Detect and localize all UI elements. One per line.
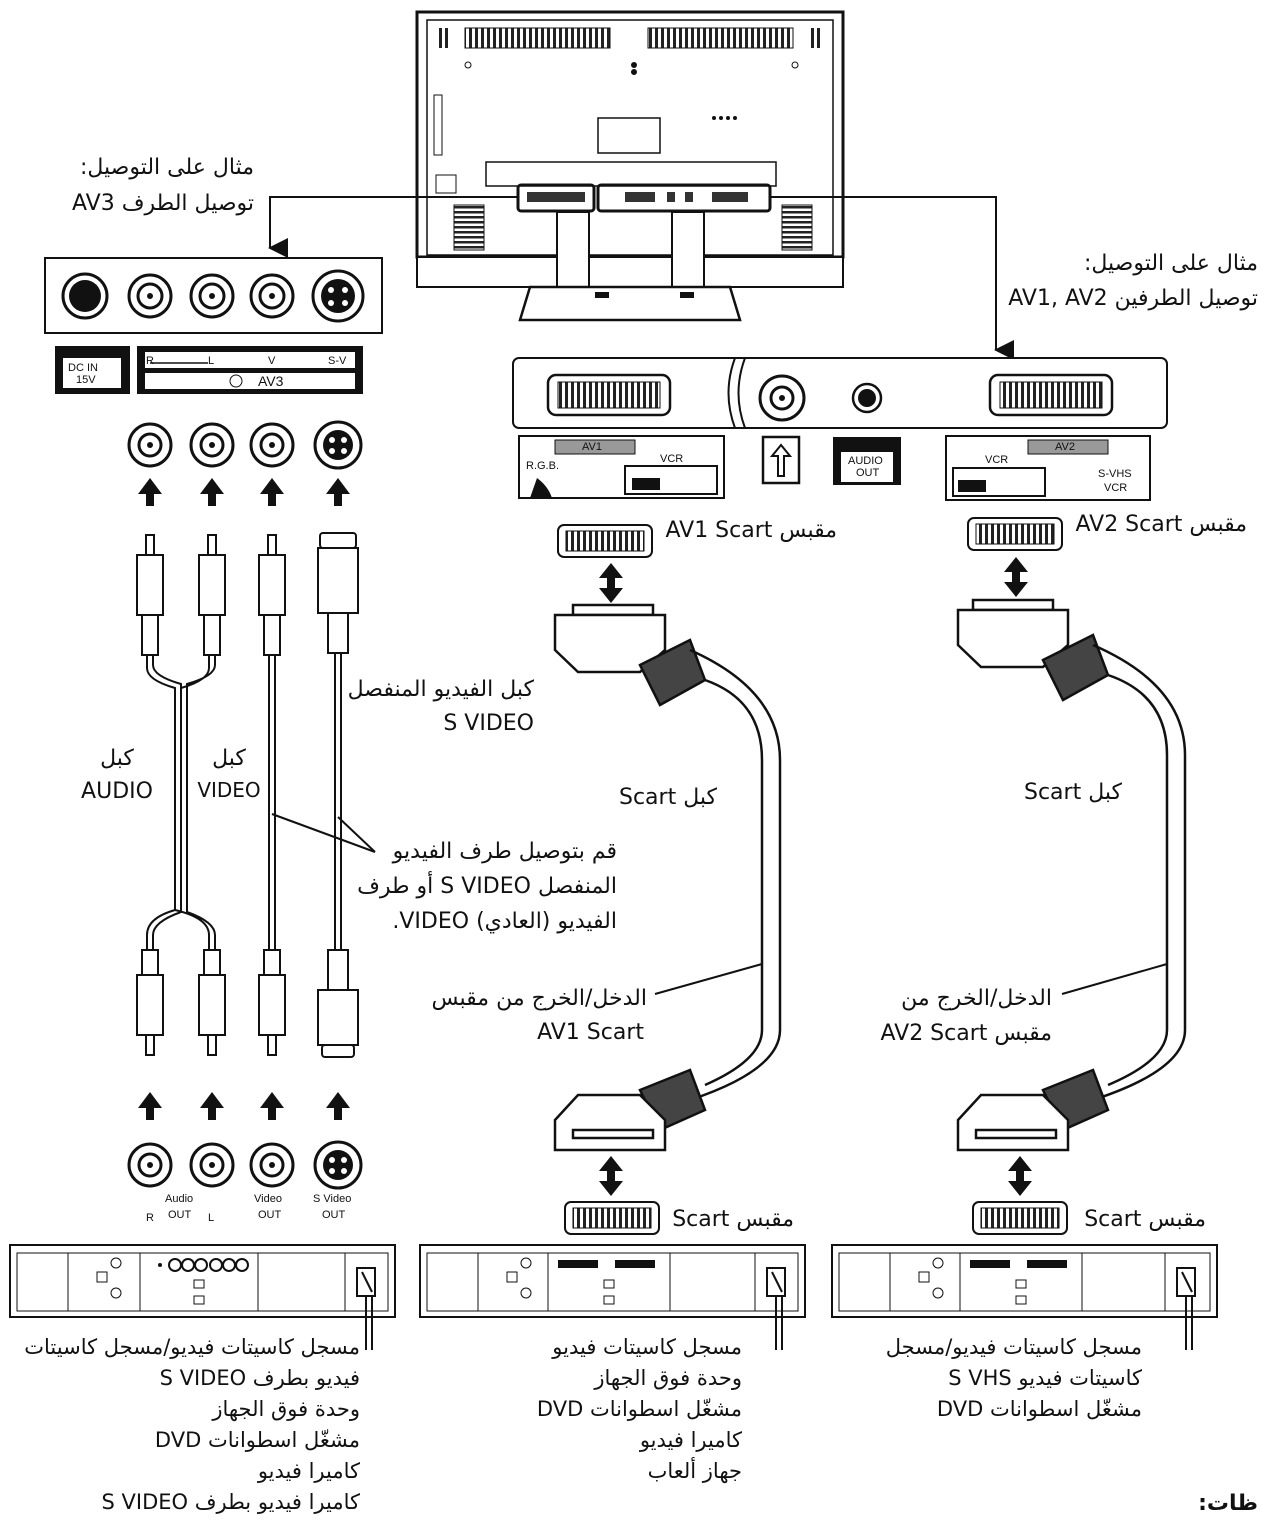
audio-cable-label: كبل	[100, 746, 134, 771]
connect-note-3: الفيديو (العادي) VIDEO.	[392, 909, 617, 934]
device-list-middle: مسجل كاسيتات فيديو وحدة فوق الجهاز مشغّل…	[537, 1332, 742, 1487]
video-out-label-2: OUT	[258, 1209, 282, 1221]
av1-scart-socket-label: مقبس AV1 Scart	[665, 518, 838, 543]
device-output-sockets	[127, 1140, 363, 1190]
device-list-middle-item: مشغّل اسطوانات DVD	[536, 1397, 742, 1421]
device-list-left-item: وحدة فوق الجهاز	[212, 1397, 360, 1421]
av1-io-label-2: AV1 Scart	[537, 1020, 644, 1045]
audio-out-tag-2: OUT	[856, 467, 880, 479]
svhs-vcr-tag: VCR	[1104, 482, 1128, 494]
device-list-left: مسجل كاسيتات فيديو/مسجل كاسيتات فيديو بط…	[24, 1332, 360, 1518]
audio-out-label: Audio	[165, 1193, 194, 1205]
device-list-left-item: فيديو بطرف S VIDEO	[159, 1366, 360, 1390]
device-list-middle-item: وحدة فوق الجهاز	[594, 1366, 742, 1390]
av12-callout-line	[770, 196, 1014, 360]
av3-sv-label: S-V	[328, 355, 347, 367]
svideo-out-label-2: OUT	[322, 1209, 346, 1221]
device-list-right-item: مسجل كاسيتات فيديو/مسجل	[885, 1335, 1142, 1359]
device-list-left-item: مسجل كاسيتات فيديو/مسجل كاسيتات	[24, 1335, 360, 1359]
note-callout-lines	[271, 813, 376, 853]
video-cable-label: كبل	[212, 746, 246, 771]
av3-terminal-panel	[44, 257, 383, 394]
tv-back-panel	[415, 10, 845, 322]
notes-heading: ظات:	[1198, 1491, 1258, 1516]
video-out-label: Video	[254, 1193, 282, 1205]
s-video-cable-label-2: S VIDEO	[443, 711, 534, 736]
scart-socket-right-label: مقبس Scart	[1084, 1207, 1206, 1232]
av12-example-line2: توصيل الطرفين AV1, AV2	[1008, 286, 1258, 311]
av3-r-label: R	[146, 355, 154, 367]
connect-note-2: المنفصل S VIDEO أو طرف	[357, 874, 617, 899]
device-list-right: مسجل كاسيتات فيديو/مسجل كاسيتات فيديو S …	[886, 1332, 1142, 1425]
av3-example-line1: مثال على التوصيل:	[79, 155, 254, 180]
dc-volt-label: 15V	[76, 374, 96, 386]
vcr-left-tag: VCR	[660, 453, 684, 465]
av3-callout-line	[268, 196, 518, 258]
av3-cable-plugs-bottom	[136, 949, 359, 1058]
scart-cable-right-label: كبل Scart	[1024, 780, 1122, 805]
dc-in-label: DC IN	[68, 362, 98, 374]
rgb-tag: R.G.B.	[526, 460, 560, 472]
scart-cable-left	[553, 603, 782, 1152]
device-list-right-item: كاسيتات فيديو S VHS	[948, 1366, 1142, 1390]
av2-tag: AV2	[1055, 441, 1075, 453]
device-list-middle-item: مسجل كاسيتات فيديو	[552, 1335, 742, 1359]
device-list-middle-item: كاميرا فيديو	[639, 1428, 742, 1452]
device-left	[9, 1244, 396, 1350]
svhs-tag: S-VHS	[1098, 468, 1132, 480]
device-list-middle-item: جهاز ألعاب	[647, 1459, 742, 1483]
av3-l-label: L	[208, 355, 215, 367]
av1-io-label: الدخل/الخرج من مقبس	[431, 986, 647, 1011]
av1-tag: AV1	[582, 441, 602, 453]
av12-terminal-panel	[512, 357, 1168, 501]
audio-l-label: L	[208, 1212, 215, 1224]
device-list-left-item: مشغّل اسطوانات DVD	[154, 1428, 360, 1452]
s-video-cable-label: كبل الفيديو المنفصل	[347, 677, 534, 702]
audio-out-label-2: OUT	[168, 1209, 192, 1221]
av3-v-label: V	[268, 355, 276, 367]
av2-io-label-2: مقبس AV2 Scart	[880, 1021, 1053, 1046]
audio-cable-label-2: AUDIO	[81, 779, 153, 804]
up-arrows-top	[138, 478, 350, 506]
av1-io-callout	[654, 963, 763, 995]
device-right	[831, 1244, 1218, 1350]
av2-io-label: الدخل/الخرج من	[901, 986, 1052, 1011]
av3-cables	[146, 653, 342, 950]
scart-cable-right	[956, 598, 1187, 1152]
device-list-left-item: كاميرا فيديو	[257, 1459, 360, 1483]
scart-cable-left-label: كبل Scart	[619, 785, 717, 810]
av2-scart-socket-label: مقبس AV2 Scart	[1075, 512, 1248, 537]
av3-name-label: AV3	[258, 373, 284, 389]
double-arrows	[599, 557, 1032, 1196]
device-middle	[419, 1244, 806, 1350]
av12-example-line1: مثال على التوصيل:	[1083, 251, 1258, 276]
audio-r-label: R	[146, 1212, 154, 1224]
device-list-right-item: مشغّل اسطوانات DVD	[936, 1397, 1142, 1421]
connect-note-1: قم بتوصيل طرف الفيديو	[392, 839, 617, 864]
svideo-out-label: S Video	[313, 1193, 352, 1205]
audio-out-tag: AUDIO	[848, 455, 883, 467]
scart-socket-left-label: مقبس Scart	[672, 1207, 794, 1232]
note-callout-line-2	[337, 816, 376, 853]
video-cable-label-2: VIDEO	[197, 778, 261, 802]
av2-io-callout	[1061, 963, 1168, 995]
av3-socket-row	[127, 420, 363, 470]
av3-cable-plugs-top	[136, 532, 359, 656]
av3-example-line2: توصيل الطرف AV3	[72, 191, 254, 216]
vcr-right-tag: VCR	[985, 454, 1009, 466]
device-list-left-item: كاميرا فيديو بطرف S VIDEO	[101, 1490, 361, 1514]
scart-socket-icons	[557, 517, 1068, 1235]
up-arrows-bottom	[138, 1092, 350, 1120]
